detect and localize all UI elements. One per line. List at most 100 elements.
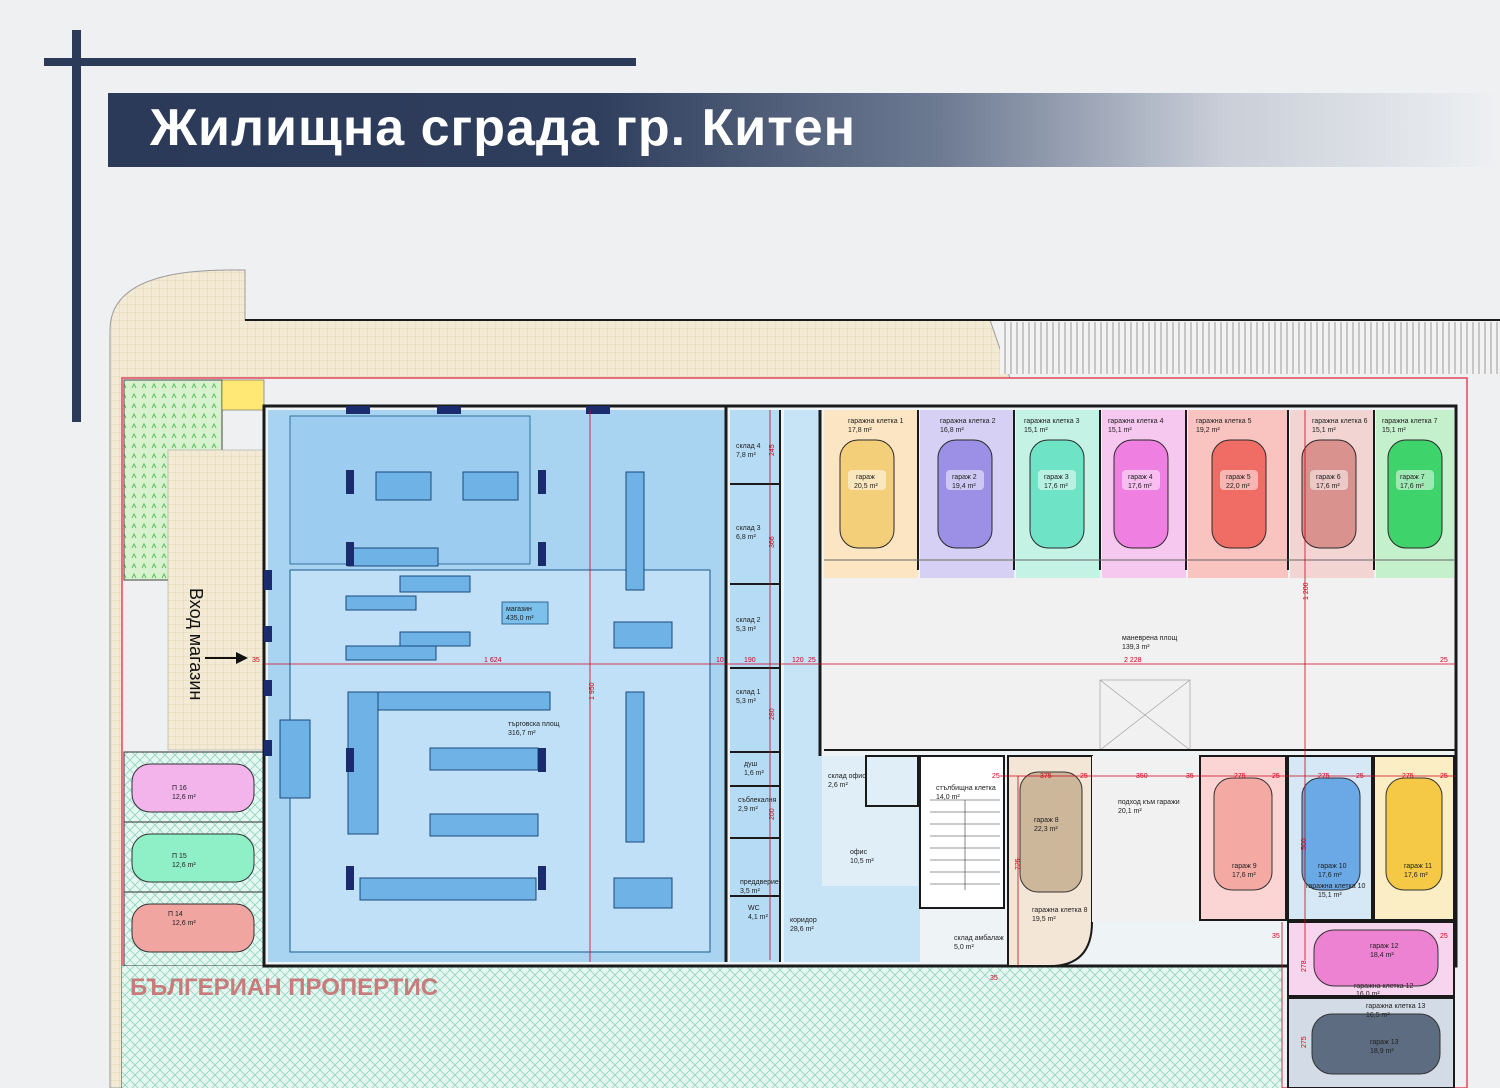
svg-text:35: 35 — [1272, 933, 1280, 940]
svg-text:склад 1: склад 1 — [736, 689, 761, 696]
svg-text:17,6 m²: 17,6 m² — [1404, 872, 1428, 879]
svg-text:280: 280 — [769, 708, 776, 720]
svg-text:25: 25 — [1440, 773, 1448, 780]
svg-text:15,1 m²: 15,1 m² — [1382, 427, 1406, 434]
svg-text:25: 25 — [1356, 773, 1364, 780]
shop-shelves — [279, 471, 673, 909]
svg-text:28,6 m²: 28,6 m² — [790, 926, 814, 933]
office-block — [822, 756, 918, 886]
title-banner — [108, 93, 1500, 167]
plot-outline — [121, 377, 1468, 1088]
svg-text:19,5 m²: 19,5 m² — [1032, 916, 1056, 923]
svg-text:гаражна клетка 4: гаражна клетка 4 — [1108, 418, 1164, 425]
svg-text:2,9 m²: 2,9 m² — [738, 806, 759, 813]
svg-text:гараж 12: гараж 12 — [1370, 943, 1399, 950]
lawn-bottom — [122, 966, 1282, 1088]
svg-text:гаражна клетка 3: гаражна клетка 3 — [1024, 418, 1080, 425]
svg-text:склад 2: склад 2 — [736, 617, 761, 624]
entrance-arrow — [236, 652, 248, 664]
svg-text:WC: WC — [748, 905, 760, 912]
svg-text:склад амбалаж: склад амбалаж — [954, 934, 1004, 942]
svg-text:гаражна клетка 13: гаражна клетка 13 — [1366, 1003, 1426, 1010]
sidewalk-paving — [109, 269, 1011, 1088]
svg-text:25: 25 — [1440, 933, 1448, 940]
top-cars — [839, 439, 1443, 549]
svg-text:гараж 2: гараж 2 — [952, 474, 977, 481]
svg-text:склад офис: склад офис — [828, 773, 866, 780]
svg-text:магазин: магазин — [506, 606, 532, 613]
svg-text:35: 35 — [990, 975, 998, 982]
svg-text:6,8 m²: 6,8 m² — [736, 534, 757, 541]
svg-text:18,9 m²: 18,9 m² — [1370, 1048, 1394, 1055]
svg-text:366: 366 — [769, 536, 776, 548]
svg-text:офис: офис — [850, 849, 868, 856]
svg-text:12,6 m²: 12,6 m² — [172, 794, 196, 801]
svg-text:10,5 m²: 10,5 m² — [850, 858, 874, 865]
svg-text:гараж 9: гараж 9 — [1232, 863, 1257, 870]
svg-text:15,1 m²: 15,1 m² — [1108, 427, 1132, 434]
svg-text:гараж 13: гараж 13 — [1370, 1039, 1399, 1046]
svg-text:гаражна клетка 7: гаражна клетка 7 — [1382, 418, 1438, 425]
svg-text:17,8 m²: 17,8 m² — [848, 427, 872, 434]
stair-cell — [919, 755, 1005, 909]
page-title: Жилищна сграда гр. Китен — [150, 99, 857, 157]
svg-text:275: 275 — [1402, 773, 1414, 780]
svg-text:коридор: коридор — [790, 917, 817, 924]
svg-text:гараж: гараж — [856, 474, 875, 481]
svg-text:20,5 m²: 20,5 m² — [854, 483, 878, 490]
yellow-block — [221, 379, 265, 411]
svg-text:гаражна клетка 5: гаражна клетка 5 — [1196, 418, 1252, 425]
svg-text:маневрена площ: маневрена площ — [1122, 635, 1178, 642]
svg-text:275: 275 — [1318, 773, 1330, 780]
svg-text:245: 245 — [769, 444, 776, 456]
svg-text:275: 275 — [1301, 1036, 1308, 1048]
svg-text:16,0 m²: 16,0 m² — [1356, 991, 1380, 998]
svg-text:склад 3: склад 3 — [736, 525, 761, 532]
svg-text:5,3 m²: 5,3 m² — [736, 626, 757, 633]
svg-text:19,4 m²: 19,4 m² — [952, 483, 976, 490]
svg-text:преддверие: преддверие — [740, 879, 779, 886]
svg-text:гаражна клетка 10: гаражна клетка 10 — [1306, 883, 1366, 890]
svg-text:25: 25 — [1440, 657, 1448, 664]
svg-text:7,8 m²: 7,8 m² — [736, 452, 757, 459]
svg-text:гаражна клетка 8: гаражна клетка 8 — [1032, 907, 1088, 914]
svg-text:гараж 3: гараж 3 — [1044, 474, 1069, 481]
svg-text:гаражна клетка 6: гаражна клетка 6 — [1312, 418, 1368, 425]
svg-text:гараж 6: гараж 6 — [1316, 474, 1341, 481]
entrance-label: Вход магазин — [186, 588, 206, 700]
svg-text:15,1 m²: 15,1 m² — [1024, 427, 1048, 434]
svg-text:22,0 m²: 22,0 m² — [1226, 483, 1250, 490]
corridor — [784, 410, 820, 962]
svg-text:15,1 m²: 15,1 m² — [1312, 427, 1336, 434]
svg-text:17,6 m²: 17,6 m² — [1400, 483, 1424, 490]
svg-text:17,6 m²: 17,6 m² — [1316, 483, 1340, 490]
svg-text:435,0 m²: 435,0 m² — [506, 615, 534, 622]
svg-text:17,6 m²: 17,6 m² — [1128, 483, 1152, 490]
approach-area — [1092, 756, 1198, 922]
svg-text:душ: душ — [744, 761, 758, 768]
svg-text:1 200: 1 200 — [1303, 582, 1310, 600]
svg-text:1 624: 1 624 — [484, 657, 502, 664]
svg-text:5,0 m²: 5,0 m² — [954, 944, 975, 951]
svg-text:190: 190 — [744, 657, 756, 664]
svg-text:5,3 m²: 5,3 m² — [736, 698, 757, 705]
svg-text:3,5 m²: 3,5 m² — [740, 888, 761, 895]
svg-text:П 14: П 14 — [168, 911, 183, 918]
svg-text:гаражна клетка 12: гаражна клетка 12 — [1354, 983, 1414, 990]
shop-label-box — [501, 601, 549, 625]
svg-text:подход към гаражи: подход към гаражи — [1118, 799, 1180, 806]
svg-text:2,6 m²: 2,6 m² — [828, 782, 849, 789]
svg-text:278: 278 — [1301, 960, 1308, 972]
svg-text:17,6 m²: 17,6 m² — [1044, 483, 1068, 490]
svg-text:19,2 m²: 19,2 m² — [1196, 427, 1220, 434]
svg-text:гараж 11: гараж 11 — [1404, 863, 1432, 870]
street-stripes — [1000, 322, 1500, 374]
svg-text:гараж 4: гараж 4 — [1128, 474, 1153, 481]
columns — [264, 406, 610, 890]
svg-text:гаражна клетка 2: гаражна клетка 2 — [940, 418, 996, 425]
svg-text:търговска площ: търговска площ — [508, 721, 560, 728]
svg-text:17,6 m²: 17,6 m² — [1232, 872, 1256, 879]
svg-text:20,1 m²: 20,1 m² — [1118, 808, 1142, 815]
svg-text:275: 275 — [1234, 773, 1246, 780]
svg-text:15,1 m²: 15,1 m² — [1318, 892, 1342, 899]
